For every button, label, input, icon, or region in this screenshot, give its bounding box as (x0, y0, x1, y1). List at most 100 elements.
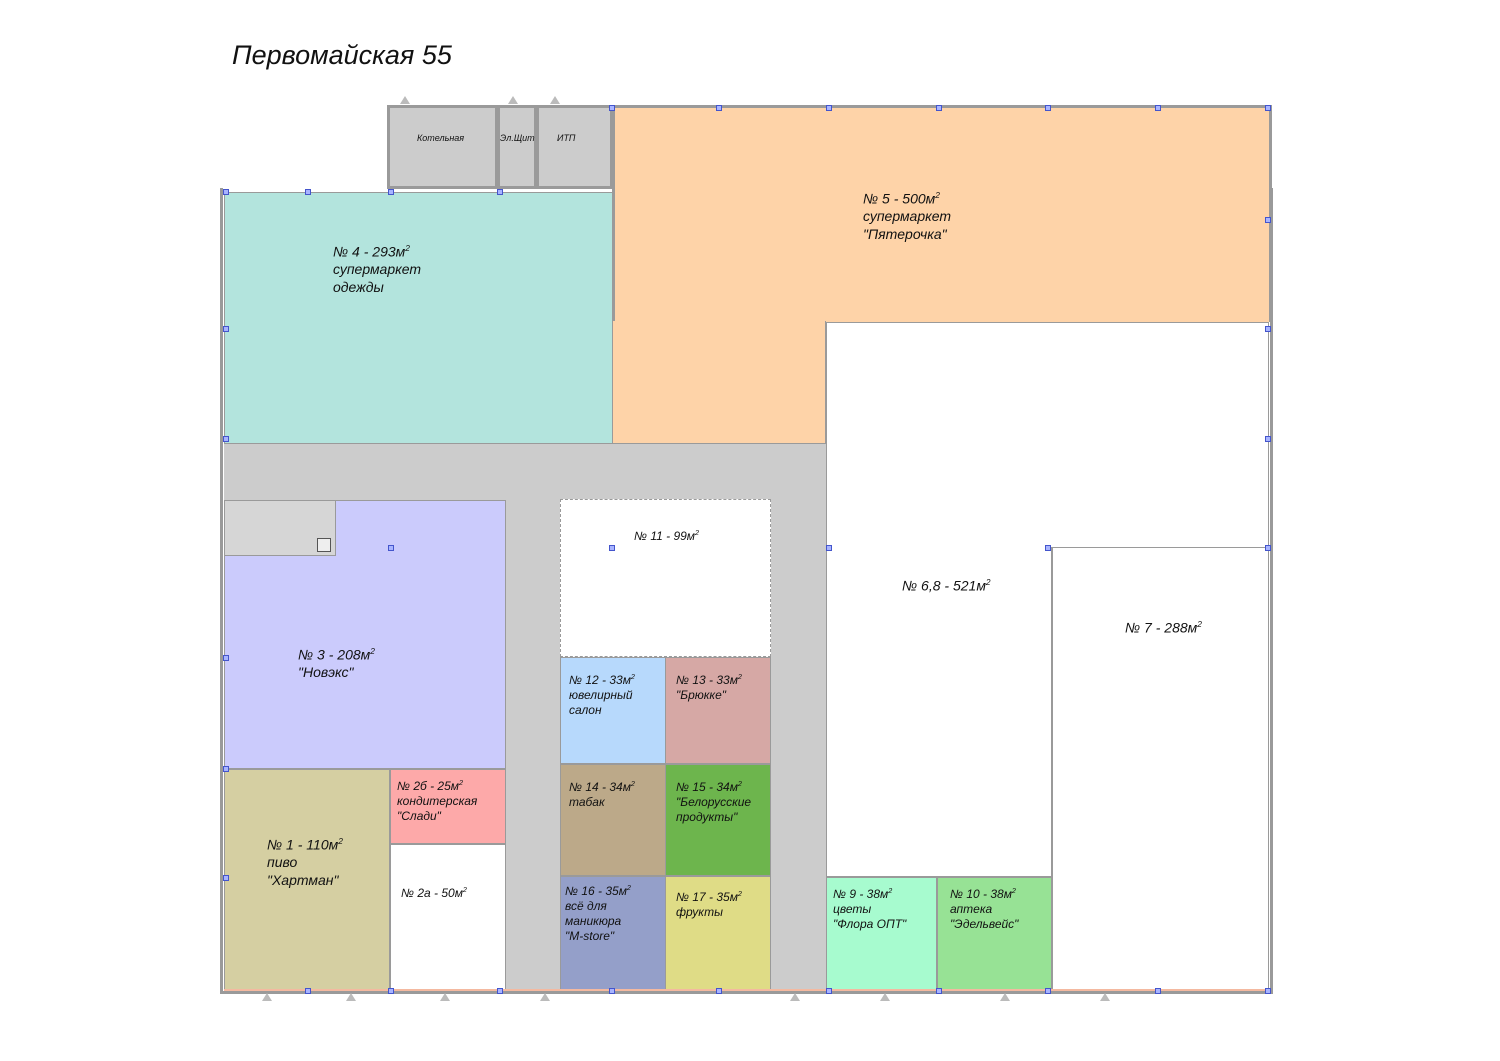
column-marker (1265, 436, 1271, 442)
room-2a[interactable]: № 2а - 50м2 (390, 844, 506, 991)
column-marker (1045, 105, 1051, 111)
wc-sink (317, 538, 331, 552)
room-area-text: № 14 - 34м2 (569, 779, 635, 794)
column-marker (936, 988, 942, 994)
room-5-lower[interactable] (612, 321, 826, 444)
room-area-text: № 5 - 500м2 (863, 190, 940, 207)
room-area-text: № 9 - 38м2 (833, 886, 893, 901)
column-marker (609, 988, 615, 994)
room-6-8-lower[interactable] (826, 547, 1052, 877)
room-tenant-text: маникюра (565, 914, 622, 928)
door-icon (540, 993, 550, 1001)
room-tenant-text: фрукты (676, 905, 723, 919)
boiler-room-label: Котельная (417, 133, 465, 143)
room-tenant-text: салон (569, 703, 602, 717)
column-marker (1265, 105, 1271, 111)
room-7[interactable]: № 7 - 288м2 (1052, 547, 1269, 991)
room-6-8[interactable] (826, 322, 1269, 548)
column-marker (223, 766, 229, 772)
room-11[interactable]: № 11 - 99м2 (560, 499, 771, 657)
room-tenant-text: "Пятерочка" (863, 225, 947, 242)
room-area-text: № 17 - 35м2 (676, 889, 742, 904)
column-marker (826, 545, 832, 551)
room-area-text: № 10 - 38м2 (950, 886, 1016, 901)
door-icon (440, 993, 450, 1001)
room-13-label: № 13 - 33м2"Брюкке" (676, 672, 742, 703)
electric-room: Эл.Щит (497, 105, 537, 189)
room-tenant-text: аптека (950, 902, 993, 916)
door-icon (508, 96, 518, 104)
room-tenant-text: табак (569, 795, 605, 809)
page-title: Первомайская 55 (232, 40, 452, 70)
room-tenant-text: продукты" (676, 810, 738, 824)
column-marker (305, 189, 311, 195)
itp-room-label: ИТП (557, 133, 576, 143)
room-area-text: № 16 - 35м2 (565, 883, 631, 898)
facade-line (224, 989, 1269, 991)
column-marker (223, 326, 229, 332)
room-tenant-text: "Белорусские (676, 795, 752, 809)
room-tenant-text: "Хартман" (267, 871, 339, 888)
column-marker (1045, 988, 1051, 994)
room-tenant-text: "Новэкс" (298, 664, 354, 681)
room-11-label: № 11 - 99м2 (634, 528, 699, 544)
room-2a-label: № 2а - 50м2 (401, 885, 467, 901)
room-tenant-text: "Брюкке" (676, 688, 727, 702)
column-marker (388, 189, 394, 195)
corridor-left (506, 444, 560, 991)
room-tenant-text: супермаркет (333, 261, 422, 278)
column-marker (609, 105, 615, 111)
room-area-text: № 3 - 208м2 (298, 646, 375, 663)
room-13[interactable]: № 13 - 33м2"Брюкке" (665, 657, 771, 764)
column-marker (609, 545, 615, 551)
column-marker (388, 988, 394, 994)
electric-room-label: Эл.Щит (500, 133, 535, 143)
room-tenant-text: кондитерская (397, 794, 478, 808)
door-icon (400, 96, 410, 104)
room-area-text: № 4 - 293м2 (333, 243, 410, 260)
room-3-label: № 3 - 208м2"Новэкс" (298, 646, 375, 682)
column-marker (388, 545, 394, 551)
room-area-text: № 2б - 25м2 (397, 778, 463, 793)
door-icon (880, 993, 890, 1001)
room-tenant-text: супермаркет (863, 208, 952, 225)
column-marker (1045, 545, 1051, 551)
column-marker (1155, 105, 1161, 111)
corridor-right (770, 444, 826, 991)
column-marker (826, 105, 832, 111)
room-area-text: № 2а - 50м2 (401, 885, 467, 900)
room-area-text: № 12 - 33м2 (569, 672, 635, 687)
column-marker (497, 988, 503, 994)
column-marker (716, 988, 722, 994)
room-tenant-text: цветы (833, 902, 872, 916)
column-marker (1155, 988, 1161, 994)
door-icon (1100, 993, 1110, 1001)
room-7-label: № 7 - 288м2 (1125, 619, 1202, 637)
room-5[interactable] (612, 105, 1272, 322)
door-icon (550, 96, 560, 104)
column-marker (1265, 326, 1271, 332)
column-marker (223, 189, 229, 195)
room-tenant-text: всё для (565, 899, 607, 913)
room-tenant-text: пиво (267, 854, 298, 871)
